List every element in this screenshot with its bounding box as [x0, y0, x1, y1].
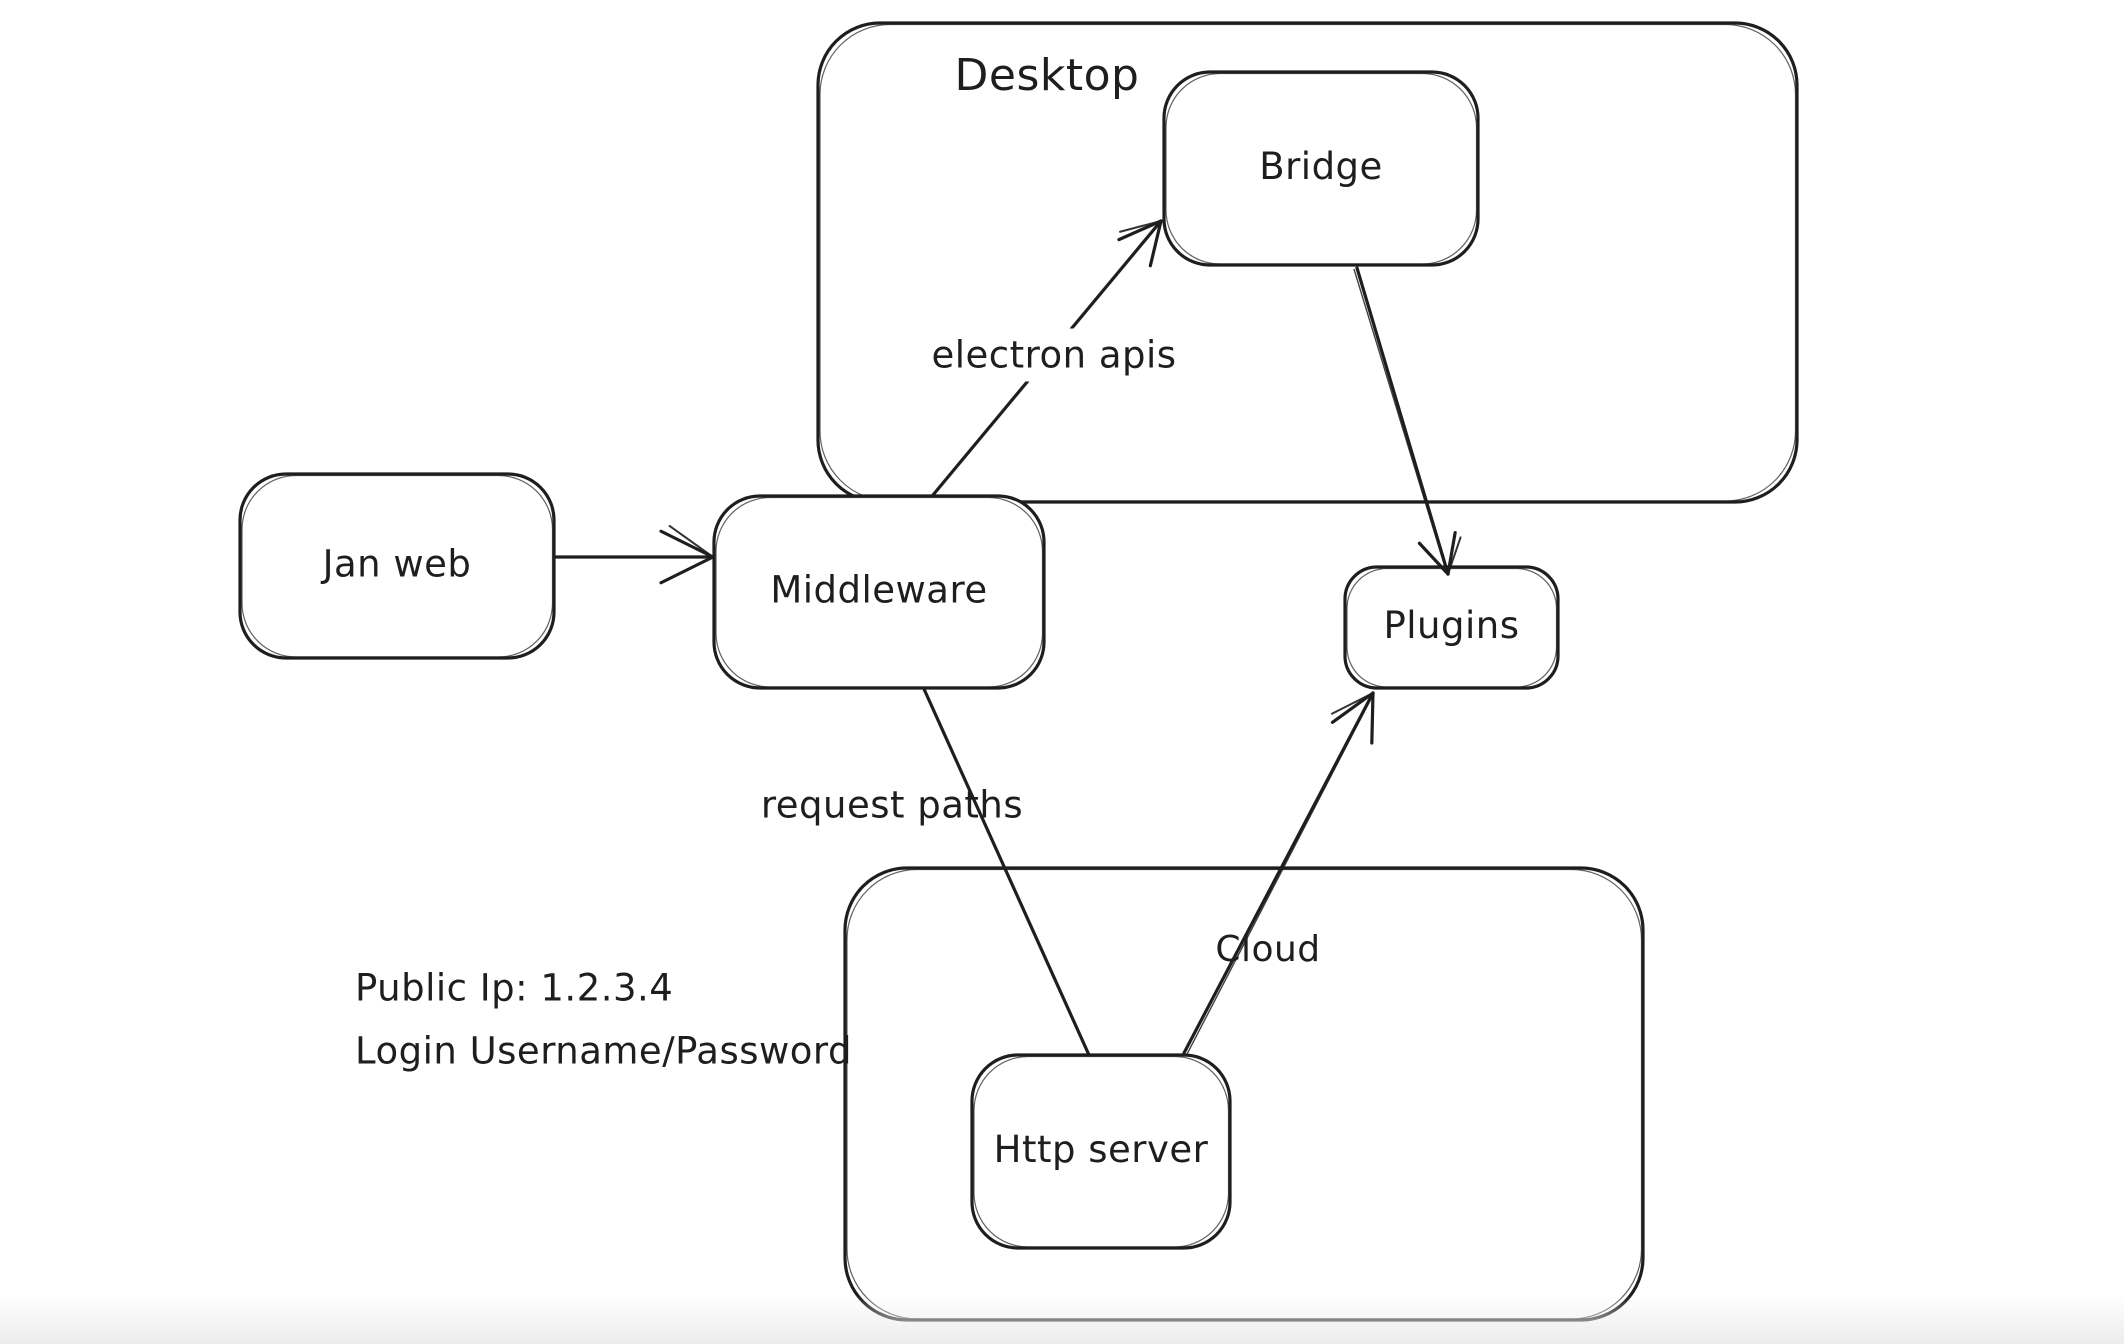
sketch-echo	[241, 474, 554, 658]
edge-label-middleware-to-bridge[interactable]: electron apis	[921, 328, 1187, 382]
shape-outline	[1162, 70, 1480, 267]
node-bridge[interactable]: Bridge	[1162, 70, 1480, 267]
annotation-text-public-ip: Public Ip: 1.2.3.4	[355, 967, 673, 1010]
node-middleware[interactable]: Middleware	[712, 494, 1046, 690]
arrowhead-echo	[668, 524, 714, 558]
annotation-text-login-credentials: Login Username/Password	[355, 1030, 852, 1073]
sketch-echo	[1353, 268, 1448, 575]
arrowhead	[1417, 541, 1450, 576]
connector-line	[1182, 691, 1375, 1055]
node-label-middleware: Middleware	[770, 569, 987, 612]
shape-outline	[970, 1053, 1232, 1250]
edge-label-text-middleware-to-http-server: request paths	[761, 784, 1023, 827]
shape-outline	[238, 472, 556, 660]
arrowhead-echo	[1447, 536, 1462, 575]
shape-outline	[1343, 565, 1560, 690]
arrowhead	[1370, 691, 1375, 745]
connector-jan-web-to-middleware[interactable]	[554, 524, 715, 585]
container-label-desktop: Desktop	[955, 50, 1140, 101]
arrowhead	[1117, 219, 1163, 242]
connector-line	[1355, 266, 1450, 576]
arrowhead	[659, 529, 715, 559]
node-label-http-server: Http server	[994, 1128, 1209, 1171]
edge-label-background	[921, 328, 1187, 382]
sketch-echo	[973, 1055, 1230, 1248]
sketch-echo	[715, 496, 1044, 688]
node-label-plugins: Plugins	[1383, 604, 1519, 647]
sketch-echo	[1186, 693, 1375, 1055]
node-plugins[interactable]: Plugins	[1343, 565, 1560, 690]
arrowhead	[659, 555, 715, 585]
annotation-login-credentials[interactable]: Login Username/Password	[355, 1030, 852, 1073]
arrowhead	[1446, 531, 1457, 576]
connector-line	[922, 687, 1091, 1057]
edge-label-middleware-to-http-server[interactable]: request paths	[761, 784, 1023, 827]
shape-outline	[712, 494, 1046, 690]
connector-bridge-to-plugins[interactable]	[1353, 266, 1462, 576]
arrowhead-echo	[1330, 692, 1374, 715]
container-desktop[interactable]: Desktop	[816, 21, 1799, 504]
sketch-echo	[1165, 72, 1478, 265]
connector-http-server-to-plugins[interactable]	[1182, 691, 1375, 1055]
annotation-public-ip[interactable]: Public Ip: 1.2.3.4	[355, 967, 673, 1010]
sketch-echo	[819, 23, 1797, 502]
shape-outline	[816, 21, 1799, 504]
arrowhead	[1148, 219, 1163, 268]
node-label-bridge: Bridge	[1259, 145, 1383, 188]
sketch-echo	[1346, 567, 1558, 688]
edge-label-text-middleware-to-bridge: electron apis	[931, 334, 1176, 377]
node-http-server[interactable]: Http server	[970, 1053, 1232, 1250]
connector-middleware-to-http-server[interactable]	[922, 687, 1091, 1057]
node-label-jan-web: Jan web	[321, 543, 472, 586]
node-jan-web[interactable]: Jan web	[238, 472, 556, 660]
arrowhead	[1330, 691, 1375, 724]
arrowhead-echo	[1119, 220, 1162, 233]
